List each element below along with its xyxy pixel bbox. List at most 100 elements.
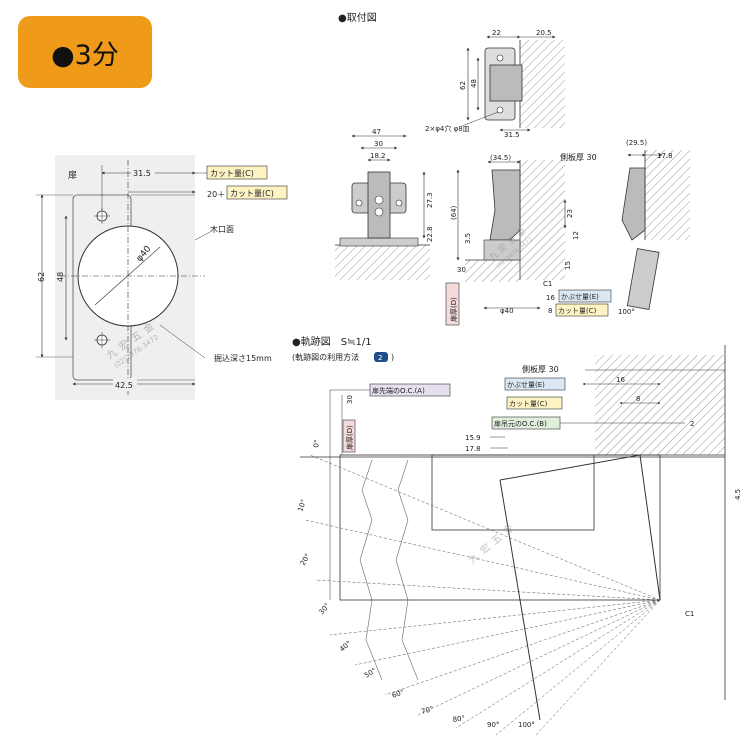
angle-70: 70° [420,705,434,716]
svg-text:宏: 宏 [477,541,493,557]
door-label: 扉 [68,169,77,181]
dim-23: 23 [566,209,574,218]
cut-label-side [555,303,609,317]
trajectory-diagram: 側板厚 30 かぶせ量(E) 16 カット量(C) 8 扉吊元のO.C.(B) … [296,225,742,736]
dim-31-5-top: 31.5 [504,131,520,139]
dim-30-front: 30 [374,140,383,148]
svg-text:金: 金 [500,521,516,537]
cut-amount-label-2 [226,185,288,200]
dim-47: 47 [372,128,381,136]
chamfer-c1: C1 [543,280,552,288]
traj-c1: C1 [685,610,694,618]
angle-80: 80° [452,714,465,724]
cut-text-side: カット量(C) [558,307,597,315]
trajectory-note-end: ) [391,353,394,362]
cup-phi40-side: φ40 [500,307,514,315]
traj-door-thickness-label [342,419,356,453]
traj-overlay-text: かぶせ量(E) [507,381,545,389]
svg-text:九: 九 [466,551,481,567]
dim-22: 22 [492,29,501,37]
side-hinge-arm [489,169,521,241]
dim-18-2: 18.2 [370,152,386,160]
angle-20: 20° [299,552,312,567]
trajectory-note-num: 2 [378,354,382,362]
front-screw-right-icon [395,199,403,207]
dim-62: 62 [37,272,46,282]
overlay-label-side [558,289,612,303]
edge-face-label: 木口面 [210,224,234,234]
front-hinge-arm [367,171,391,239]
dim-48-top: 48 [470,79,478,88]
dim-12: 12 [572,231,580,240]
overlay-text-side: かぶせ量(E) [561,293,599,301]
door-drilling-diagram: 扉 φ40 31.5 カット [36,155,288,400]
mount-side-view: (34.5) 側板厚 30 (64) 3.5 30 23 12 15 C1 16… [445,152,612,326]
trajectory-note: (軌跡図の利用方法 [292,352,359,362]
dim-31-5: 31.5 [133,169,151,178]
dim-16-side: 16 [546,294,555,302]
hinge-arm [489,64,523,102]
dim-17-8-open: 17.8 [657,152,673,160]
door-thickness-label-side [445,282,460,326]
size-badge-label: ●3分 [51,39,119,71]
watermark-trajectory: 九 宏 五 金 [466,521,516,566]
traj-door-thickness-text: 扉厚(D) [345,425,354,450]
open-hinge-arm [621,167,646,241]
open-door [626,248,660,310]
mount-screw-bottom-icon [496,106,504,114]
size-badge: ●3分 [18,16,152,88]
traj-side-board: 側板厚 30 [522,364,559,374]
dim-15: 15 [564,261,572,270]
dim-22-8: 22.8 [426,226,434,242]
dim-20-5: 20.5 [536,29,552,37]
depth-label: 掘込深さ15mm [214,354,272,363]
angle-100: 100° [518,721,535,729]
dim-64: (64) [450,205,458,220]
side-board-label: 側板厚 30 [560,152,597,162]
cabinet-outline [431,454,595,531]
angle-100-open: 100° [618,308,635,316]
mount-screw-top-icon [496,54,504,62]
dim-34-5: (34.5) [490,154,511,162]
dim-3-5: 3.5 [464,233,472,244]
traj-dim-16: 16 [616,376,625,384]
hole-note: 2×φ4穴 φ8皿 [425,124,470,133]
adjust-screw-2-icon [374,207,384,217]
dim-27-3: 27.3 [426,192,434,208]
traj-overlay-label [504,377,566,391]
dim-29-5: (29.5) [626,139,647,147]
door-thickness-text-side: 扉厚(D) [449,297,458,322]
front-screw-left-icon [355,199,363,207]
traj-dim-8: 8 [636,395,640,403]
traj-dim-4-5: 4.5 [734,489,742,500]
side-cup [483,239,521,261]
cut-amount-label [206,165,268,180]
dim-62-top: 62 [459,81,467,90]
cut-amount-text-2: カット量(C) [230,189,274,198]
traj-oc-a-text: 扉先端のO.C.(A) [372,386,425,395]
base-plate [339,237,419,247]
angle-30: 30° [317,602,331,617]
door-closed-outline [339,454,661,601]
traj-dim-30: 30 [346,395,354,404]
traj-dim-17-8: 17.8 [465,445,481,453]
traj-cut-label [506,396,563,410]
mounting-heading: ●取付図 [338,11,377,24]
twenty-plus: 20＋ [207,190,225,199]
mount-front-view: 47 30 18.2 27.3 22.8 [335,128,434,280]
angle-90: 90° [487,721,499,729]
door-sweep-paths [304,454,661,736]
trajectory-heading: ●軌跡図 S≒1/1 [292,335,372,348]
angle-0: 0° [312,439,321,448]
angle-40: 40° [338,639,353,653]
mount-top-view: 22 20.5 62 48 31.5 2×φ4穴 φ8皿 [425,29,565,139]
mount-open-view: (29.5) 17.8 100° [618,139,690,316]
traj-oc-b-text: 扉吊元のO.C.(B) [494,419,547,428]
traj-dim-15-9: 15.9 [465,434,481,442]
adjust-screw-1-icon [374,195,384,205]
dim-42-5: 42.5 [115,381,133,390]
cut-amount-text: カット量(C) [210,169,254,178]
angle-50: 50° [363,667,378,680]
